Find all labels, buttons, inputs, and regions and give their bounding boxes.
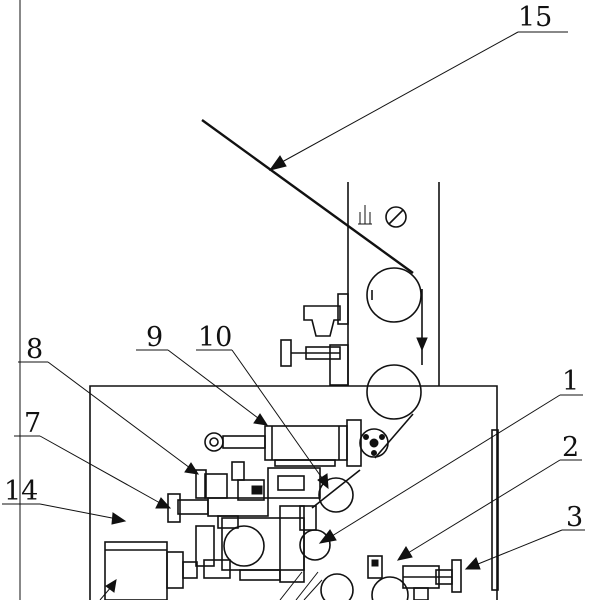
label-9: 9 (146, 322, 163, 353)
label-3: 3 (566, 502, 583, 533)
label-2: 2 (562, 432, 579, 463)
label-15: 15 (518, 2, 552, 33)
label-1: 1 (562, 366, 579, 397)
label-7: 7 (24, 408, 41, 439)
side-brackets (280, 293, 349, 386)
leader-lines (2, 31, 585, 600)
callout-labels: 15 1 2 3 7 8 9 10 14 (4, 2, 583, 533)
upper-roller-2 (366, 364, 422, 420)
upper-rollers (366, 267, 422, 420)
lower-right-assembly (320, 555, 462, 600)
roller-10 (318, 477, 354, 513)
no-symbol-icon (385, 206, 407, 228)
motor (104, 541, 198, 600)
upper-frame (347, 182, 440, 386)
web-direction-arrow (416, 337, 428, 352)
top-symbols (358, 205, 407, 228)
lower-roller-left (223, 525, 265, 567)
lower-rollers (195, 505, 331, 583)
label-10: 10 (198, 322, 232, 353)
cylinder-assembly (204, 419, 389, 467)
label-14: 14 (4, 476, 38, 507)
web-path (201, 119, 428, 509)
label-8: 8 (26, 334, 43, 365)
upper-roller-1 (366, 267, 422, 323)
main-housing (89, 385, 499, 600)
